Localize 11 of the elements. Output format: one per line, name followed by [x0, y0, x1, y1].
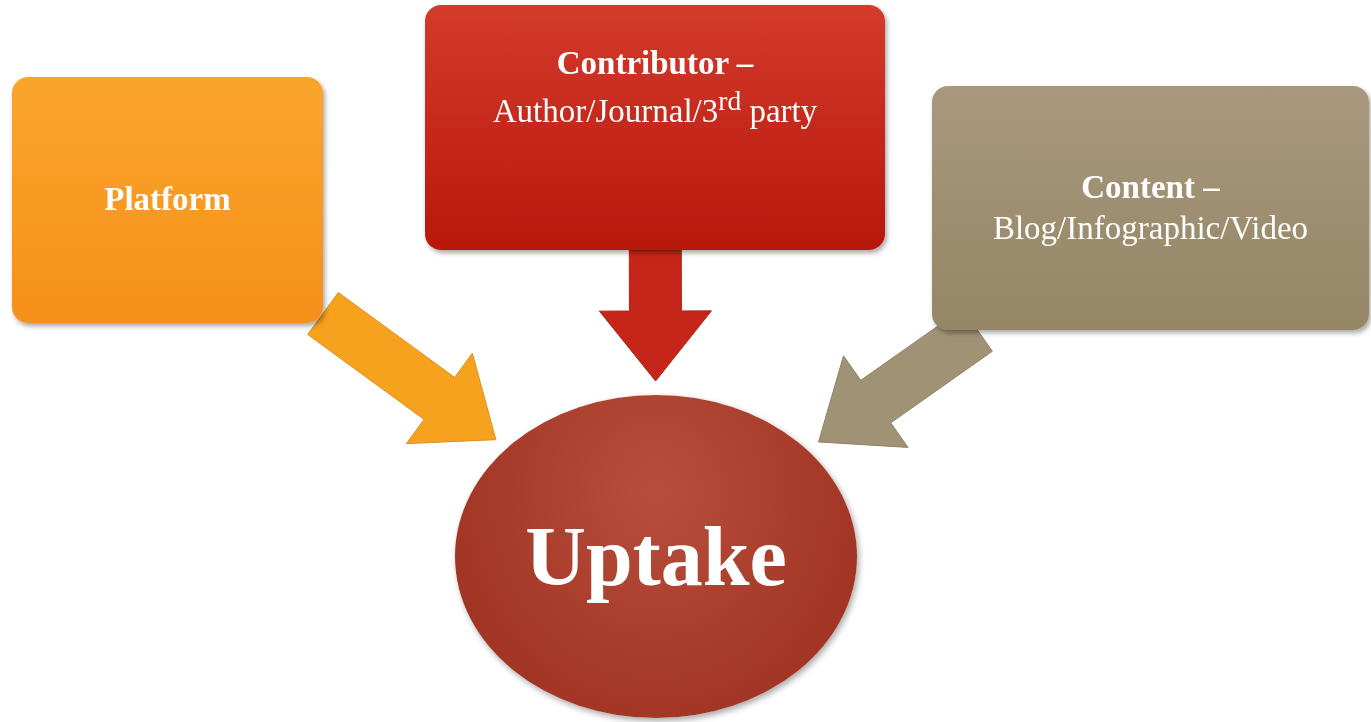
node-text: Author/Journal/3$^{rd}$ party [492, 84, 818, 131]
process-box [12, 77, 323, 323]
process-box [425, 5, 885, 250]
node-title: Platform [104, 180, 231, 220]
process-box [932, 86, 1369, 330]
block-arrow [598, 249, 712, 382]
block-arrow [307, 292, 497, 445]
node-title: Content – [1081, 167, 1220, 207]
node-text: Blog/Infographic/Video [992, 209, 1309, 248]
node-title: Uptake [525, 509, 787, 605]
node-title: Contributor – [556, 43, 754, 83]
